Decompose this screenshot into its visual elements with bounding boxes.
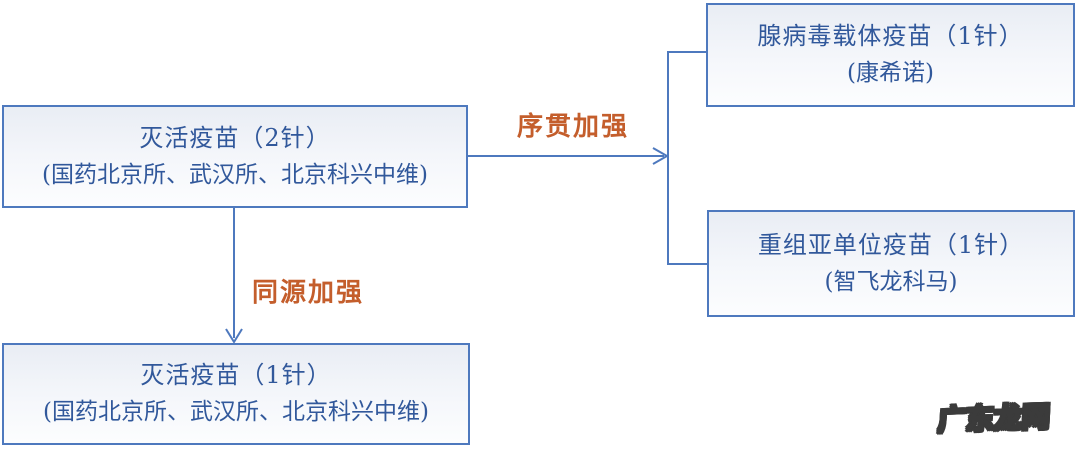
box-title: 腺病毒载体疫苗（1针） [757,22,1024,50]
box-title: 重组亚单位疫苗（1针） [757,230,1025,259]
box-inactivated-vaccine-1dose: 灭活疫苗（1针） (国药北京所、武汉所、北京科兴中维) [2,343,470,445]
box-title: 灭活疫苗（2针） [139,123,331,152]
box-adenovirus-vector-vaccine: 腺病毒载体疫苗（1针） (康希诺) [706,3,1075,107]
label-sequential-boost: 序贯加强 [517,112,630,142]
box-subtitle: (国药北京所、武汉所、北京科兴中维) [43,399,429,425]
box-subtitle: (智飞龙科马) [824,268,958,295]
watermark-site-logo: 广东龙网 [936,399,1051,437]
box-subtitle: (康希诺) [847,60,934,86]
box-inactivated-vaccine-2dose: 灭活疫苗（2针） (国药北京所、武汉所、北京科兴中维) [2,105,468,208]
box-title: 灭活疫苗（1针） [140,361,332,389]
box-recombinant-subunit-vaccine: 重组亚单位疫苗（1针） (智飞龙科马) [707,210,1075,317]
arrow-homologous-head [225,328,243,344]
box-subtitle: (国药北京所、武汉所、北京科兴中维) [42,161,428,188]
label-homologous-boost: 同源加强 [252,278,365,308]
